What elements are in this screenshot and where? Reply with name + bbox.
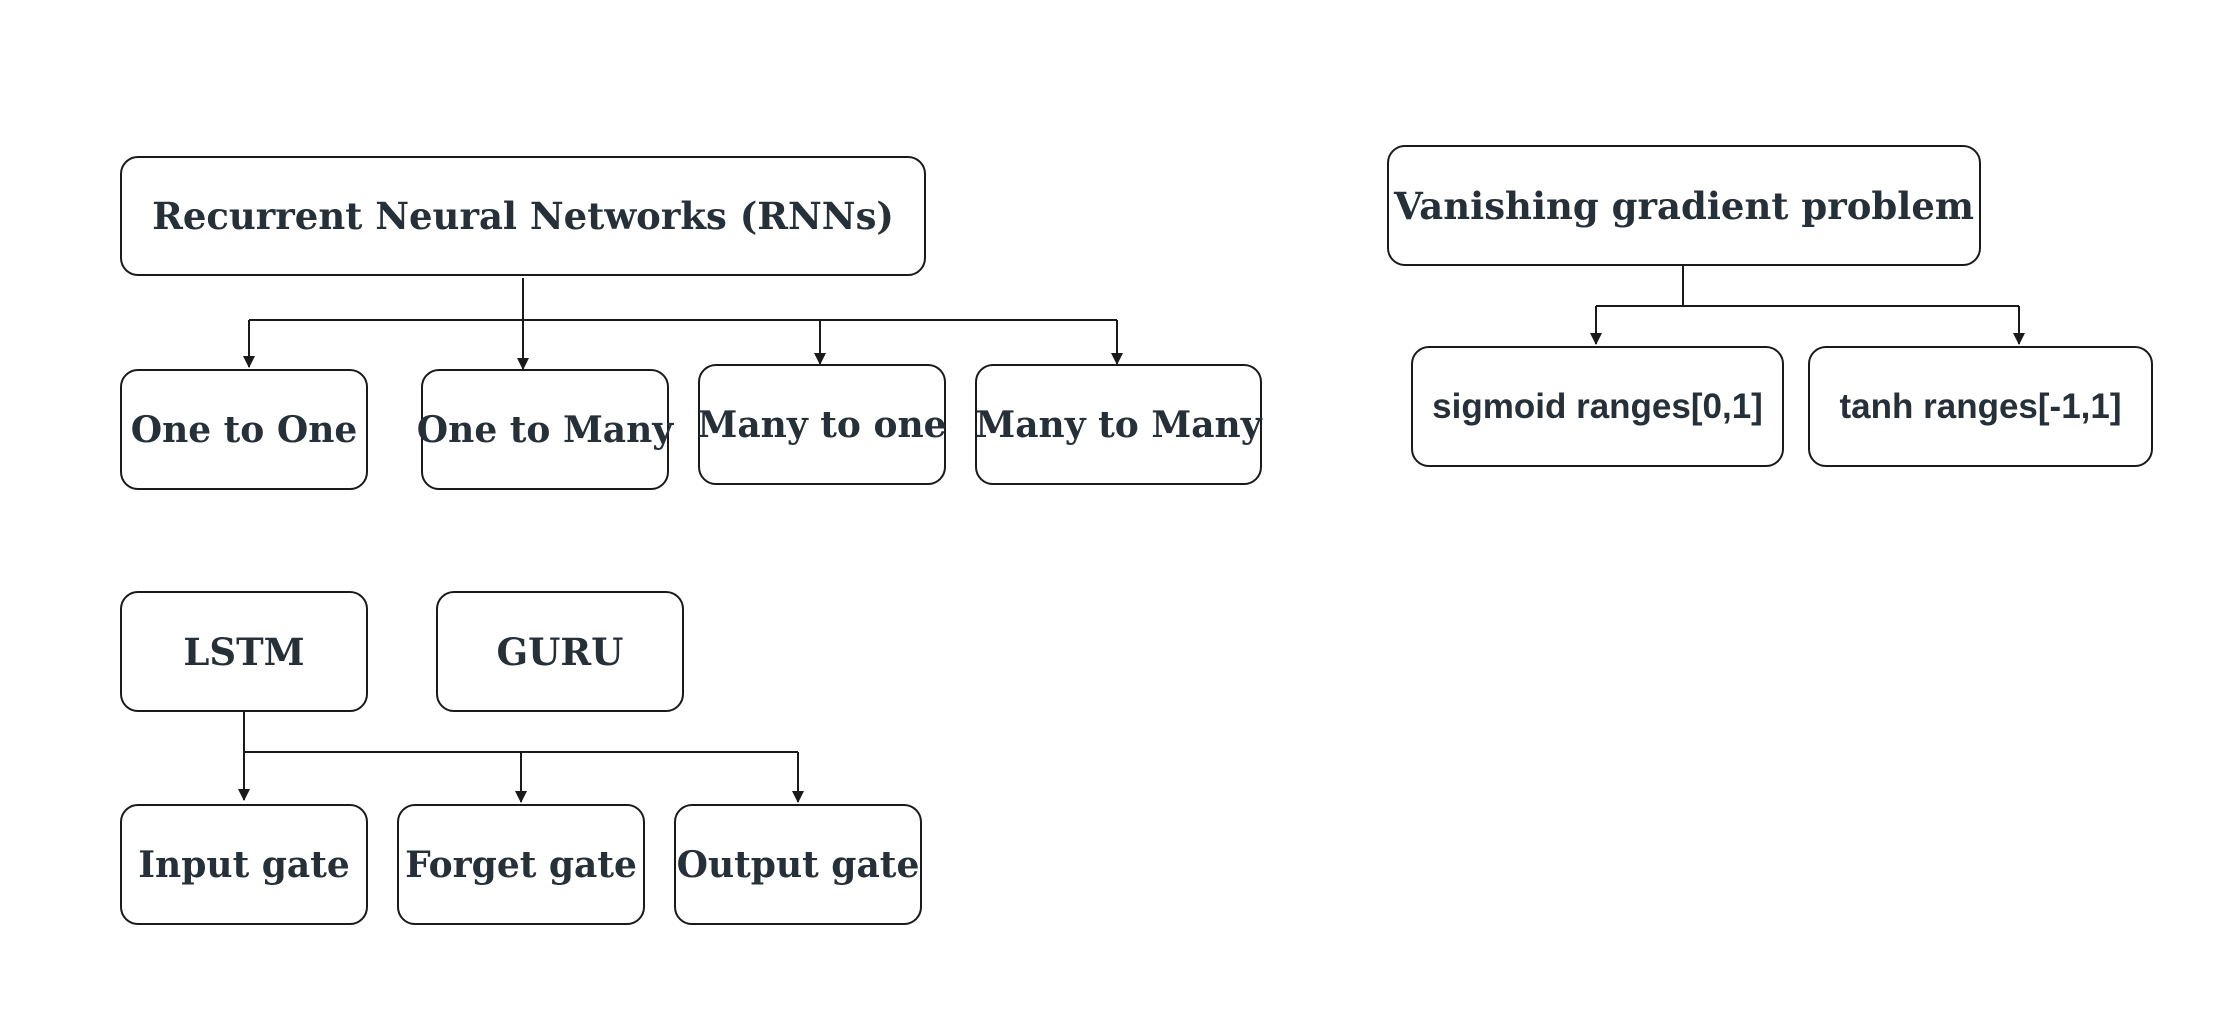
node-input-gate[interactable]: Input gate — [120, 804, 368, 925]
node-sigmoid-ranges[interactable]: sigmoid ranges[0,1] — [1411, 346, 1784, 467]
node-forget-gate[interactable]: Forget gate — [397, 804, 645, 925]
node-tanh-ranges[interactable]: tanh ranges[-1,1] — [1808, 346, 2153, 467]
node-one-to-one[interactable]: One to One — [120, 369, 368, 490]
guru-node[interactable]: GURU — [436, 591, 684, 712]
vanishing-root-node[interactable]: Vanishing gradient problem — [1387, 145, 1981, 266]
node-many-to-one[interactable]: Many to one — [697, 364, 947, 485]
node-many-to-many[interactable]: Many to Many — [975, 364, 1262, 485]
node-output-gate[interactable]: Output gate — [674, 804, 922, 925]
lstm-node[interactable]: LSTM — [120, 591, 368, 712]
rnn-root-node[interactable]: Recurrent Neural Networks (RNNs) — [120, 156, 926, 276]
node-one-to-many[interactable]: One to Many — [417, 369, 673, 490]
